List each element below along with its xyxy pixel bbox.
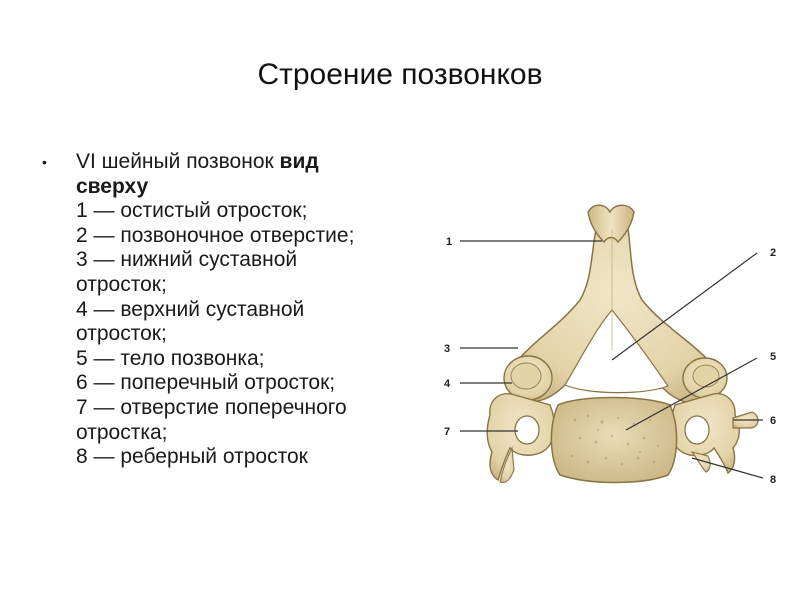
figure-label-5: 5 [770,351,776,363]
vertebra-figure: 1 2 3 4 5 6 7 8 [430,190,800,510]
spinous-process-shape [587,204,635,244]
bullet-marker: • [42,154,47,170]
figure-label-1: 1 [446,236,452,248]
legend-item-6: 6 — поперечный отросток; [76,371,336,395]
figure-label-3: 3 [444,343,450,355]
legend-item-2: 2 — позвоночное отверстие; [76,223,355,247]
vertebral-foramen-shape [564,309,669,394]
leader-lines [460,240,764,479]
leader-line-5 [625,357,758,431]
leader-line-8 [691,457,764,479]
bullet-intro-plain: VI шейный позвонок [76,150,280,173]
figure-label-8: 8 [770,474,776,486]
legend-item-3: 3 — нижний суставной отросток; [76,248,298,296]
slide-title: Строение позвонков [257,58,543,91]
bullet-text-block: • VI шейный позвонок вид сверху 1 — ости… [40,150,385,470]
vertebra-illustration: 1 2 3 4 5 6 7 8 [444,204,776,486]
right-transverse-foramen [684,415,710,445]
bullet-content: VI шейный позвонок вид сверху 1 — остист… [76,150,385,470]
figure-label-7: 7 [444,426,450,438]
left-costal-process-shape [499,446,515,484]
legend-item-7: 7 — отверстие поперечного отростка; [76,395,347,444]
left-transverse-foramen [514,415,540,445]
figure-label-4: 4 [444,378,451,390]
left-articular-facet-shape [510,362,542,390]
leader-line-2 [611,252,758,361]
figure-label-6: 6 [770,415,776,427]
vertebral-body-shape [550,396,678,484]
legend-item-8: 8 — реберный отросток [76,445,308,469]
bullet-intro: VI шейный позвонок вид сверху [76,150,319,198]
figure-label-2: 2 [770,247,776,259]
legend-item-1: 1 — остистый отросток; [76,199,308,223]
legend-item-4: 4 — верхний суставной отросток; [76,297,305,346]
bullet-intro-bold: вид сверху [76,150,319,198]
body-texture [570,414,660,466]
right-articular-facet-shape [692,364,720,388]
legend-item-5: 5 — тело позвонка; [76,346,265,370]
